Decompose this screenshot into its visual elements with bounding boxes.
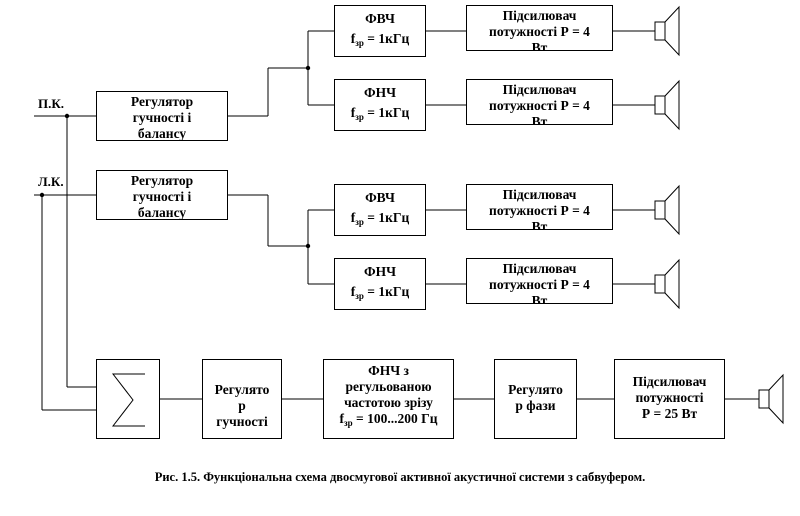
box-text: Вт [531, 293, 548, 304]
box-text: потужності Р = 4 [489, 277, 590, 292]
filter-freq: fзр = 1кГц [335, 103, 425, 127]
phase-regulator: Регулято р фази [494, 359, 577, 439]
sigma-icon [111, 373, 145, 427]
speaker-icon [654, 79, 680, 131]
filter-freq: fзр = 1кГц [335, 282, 425, 306]
power-amplifier-4: Підсилювач потужності Р = 4 Вт [466, 258, 613, 304]
box-text: Підсилювач [502, 8, 577, 23]
speaker-icon [654, 184, 680, 236]
box-text: гучності [216, 414, 268, 429]
filter-name: ФНЧ [363, 85, 396, 100]
hpf-2: ФВЧ fзр = 1кГц [334, 184, 426, 236]
lpf-2: ФНЧ fзр = 1кГц [334, 258, 426, 310]
freq-symbol: f [350, 31, 356, 46]
power-amplifier-1: Підсилювач потужності Р = 4 Вт [466, 5, 613, 51]
speaker-icon [758, 373, 784, 425]
box-text: Підсилювач [502, 261, 577, 276]
freq-symbol: f [339, 411, 345, 426]
hpf-1: ФВЧ fзр = 1кГц [334, 5, 426, 57]
box-text: Регулято [508, 382, 563, 397]
filter-name: ФВЧ [365, 11, 395, 26]
box-text: р [238, 398, 246, 413]
filter-name: ФВЧ [365, 190, 395, 205]
box-text: гучності і [132, 189, 192, 204]
box-text: частотою зрізу [344, 395, 433, 410]
figure-caption: Рис. 1.5. Функціональна схема двосмугово… [154, 470, 646, 484]
sub-volume-regulator: Регулято р гучності [202, 359, 282, 439]
input-right-channel-label: П.К. [38, 96, 65, 111]
box-text: регульованою [345, 379, 432, 394]
speaker-icon [654, 258, 680, 310]
freq-subscript: зр [355, 112, 364, 122]
volume-balance-regulator-1: Регулятор гучності і балансу [96, 91, 228, 141]
freq-symbol: f [350, 105, 356, 120]
box-text: потужності [635, 390, 704, 405]
freq-value: = 1кГц [363, 284, 410, 299]
sub-lpf-adjustable: ФНЧ з регульованою частотою зрізу fзр = … [323, 359, 454, 439]
box-text: Вт [531, 114, 548, 125]
box-text: потужності Р = 4 [489, 203, 590, 218]
filter-name: ФНЧ [363, 264, 396, 279]
box-text: Вт [531, 219, 548, 230]
box-text: Підсилювач [502, 82, 577, 97]
box-text: Вт [531, 40, 548, 51]
box-text: Підсилювач [502, 187, 577, 202]
box-text: Регулятор [130, 173, 194, 188]
filter-freq: fзр = 1кГц [335, 208, 425, 232]
power-amplifier-2: Підсилювач потужності Р = 4 Вт [466, 79, 613, 125]
box-text: р фази [515, 398, 556, 413]
box-text: Регулятор [130, 94, 194, 109]
box-text: балансу [137, 205, 187, 220]
sub-power-amplifier: Підсилювач потужності Р = 25 Вт [614, 359, 725, 439]
power-amplifier-3: Підсилювач потужності Р = 4 Вт [466, 184, 613, 230]
box-text: ФНЧ з [368, 363, 409, 378]
box-text: Регулято [214, 382, 270, 397]
filter-freq: fзр = 1кГц [335, 29, 425, 53]
box-text: балансу [137, 126, 187, 141]
freq-subscript: зр [355, 38, 364, 48]
freq-subscript: зр [355, 217, 364, 227]
box-text: Підсилювач [632, 374, 707, 389]
summator [96, 359, 160, 439]
freq-symbol: f [350, 210, 356, 225]
freq-subscript: зр [355, 291, 364, 301]
freq-value: = 1кГц [363, 105, 410, 120]
lpf-1: ФНЧ fзр = 1кГц [334, 79, 426, 131]
box-text: Р = 25 Вт [641, 406, 698, 421]
freq-value: = 1кГц [363, 210, 410, 225]
speaker-icon [654, 5, 680, 57]
freq-value: = 100...200 Гц [352, 411, 438, 426]
freq-subscript: зр [344, 418, 353, 428]
filter-freq: fзр = 100...200 Гц [324, 411, 453, 431]
input-left-channel-label: Л.К. [38, 174, 64, 189]
freq-value: = 1кГц [363, 31, 410, 46]
box-text: потужності Р = 4 [489, 24, 590, 39]
box-text: потужності Р = 4 [489, 98, 590, 113]
volume-balance-regulator-2: Регулятор гучності і балансу [96, 170, 228, 220]
box-text: гучності і [132, 110, 192, 125]
freq-symbol: f [350, 284, 356, 299]
